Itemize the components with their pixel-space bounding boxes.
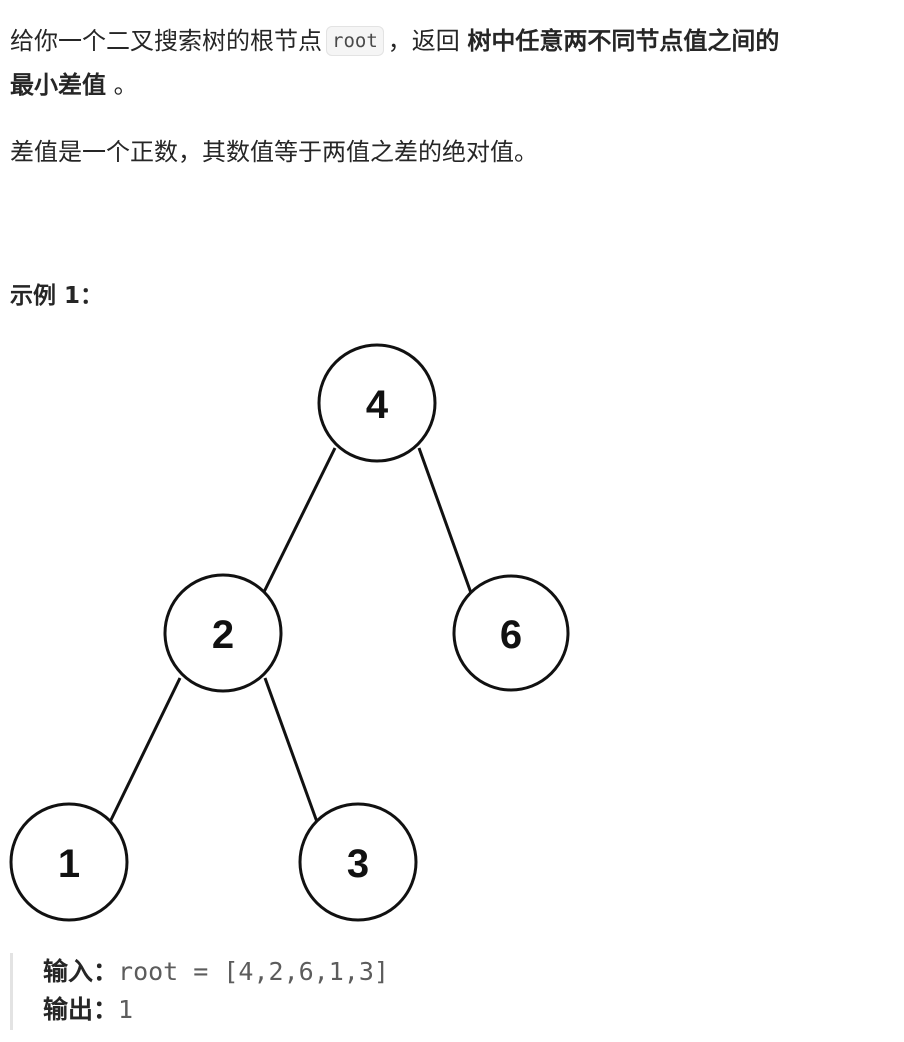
- edge-2-1: [108, 677, 182, 823]
- bold-phrase-part2: 最小差值: [10, 71, 106, 99]
- intro-text: 给你一个二叉搜索树的根节点: [10, 27, 322, 55]
- difference-description: 差值是一个正数，其数值等于两值之差的绝对值。: [10, 138, 538, 166]
- output-label: 输出：: [43, 995, 119, 1024]
- output-line: 输出：1: [43, 991, 389, 1029]
- input-value: root = [4,2,6,1,3]: [118, 957, 389, 986]
- node-label-4: 4: [366, 383, 389, 427]
- example-io-block: 输入：root = [4,2,6,1,3] 输出：1: [10, 953, 389, 1030]
- node-label-2: 2: [212, 613, 234, 657]
- node-label-6: 6: [500, 613, 522, 657]
- node-label-1: 1: [58, 842, 80, 886]
- tree-node-2: [163, 573, 283, 693]
- binary-tree-figure: 4 2 6 1 3: [9, 343, 570, 922]
- input-label: 输入：: [43, 957, 119, 986]
- bold-phrase-part1: 树中任意两不同节点值之间的: [467, 27, 780, 55]
- tree-node-4: [317, 343, 437, 463]
- tree-node-3: [298, 802, 418, 922]
- tree-node-6: [452, 574, 570, 692]
- edge-2-3: [263, 677, 319, 823]
- tree-node-1: [9, 802, 129, 922]
- intro-comma-text: ，返回: [387, 27, 460, 55]
- period: 。: [113, 71, 138, 99]
- input-line: 输入：root = [4,2,6,1,3]: [43, 953, 389, 991]
- example-title: 示例 1：: [10, 283, 104, 309]
- output-value: 1: [118, 995, 134, 1024]
- edge-4-2: [262, 447, 337, 593]
- edge-4-6: [417, 447, 473, 594]
- inline-code-root: root: [326, 26, 384, 56]
- node-label-3: 3: [347, 842, 369, 886]
